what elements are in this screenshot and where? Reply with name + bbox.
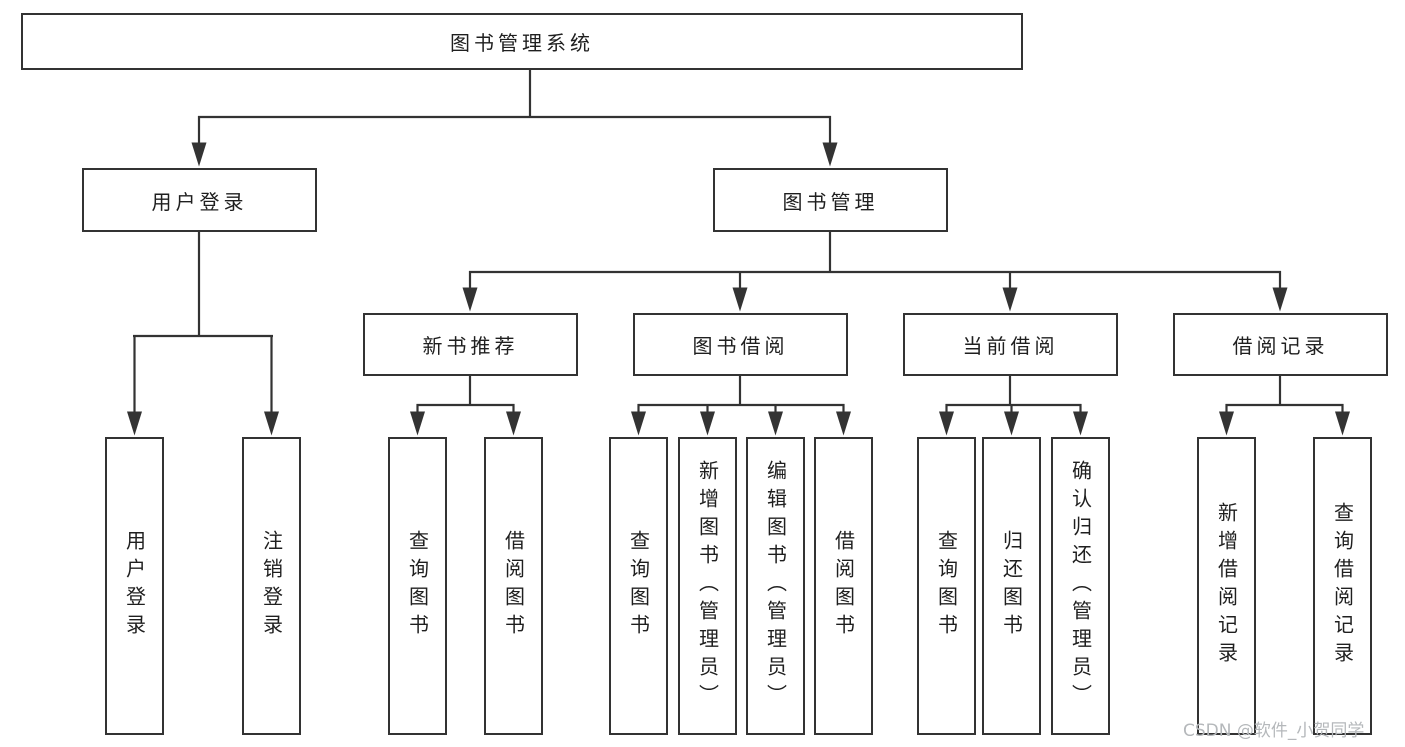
leaf-edit-book-admin: 编辑图书（管理员） (746, 437, 805, 735)
node-new-book-recommend: 新书推荐 (363, 313, 578, 376)
leaf-query-books-borrow-label: 查询图书 (626, 530, 651, 642)
leaf-query-books-current: 查询图书 (917, 437, 976, 735)
leaf-edit-book-admin-label: 编辑图书（管理员） (763, 460, 788, 712)
node-root-label: 图书管理系统 (450, 31, 594, 55)
node-current-borrow: 当前借阅 (903, 313, 1118, 376)
node-current-borrow-label: 当前借阅 (962, 334, 1059, 358)
node-book-borrow: 图书借阅 (633, 313, 848, 376)
leaf-borrow-books-recommend-label: 借阅图书 (501, 530, 526, 642)
node-book-management-label: 图书管理 (782, 189, 879, 214)
leaf-borrow-books-recommend: 借阅图书 (484, 437, 543, 735)
leaf-logout-label: 注销登录 (259, 530, 284, 642)
leaf-return-books: 归还图书 (982, 437, 1041, 735)
leaf-add-book-admin-label: 新增图书（管理员） (695, 460, 720, 712)
node-user-login: 用户登录 (82, 168, 317, 232)
leaf-query-books-recommend-label: 查询图书 (405, 530, 430, 642)
leaf-query-books-current-label: 查询图书 (934, 530, 959, 642)
leaf-borrow-books-label: 借阅图书 (831, 530, 856, 642)
leaf-return-books-label: 归还图书 (999, 530, 1024, 642)
leaf-user-login: 用户登录 (105, 437, 164, 735)
node-root-system: 图书管理系统 (21, 13, 1023, 70)
leaf-query-borrow-record-label: 查询借阅记录 (1330, 502, 1355, 670)
leaf-user-login-label: 用户登录 (122, 530, 147, 642)
leaf-query-books-borrow: 查询图书 (609, 437, 668, 735)
leaf-logout: 注销登录 (242, 437, 301, 735)
csdn-watermark: CSDN @软件_小贺同学 (1183, 721, 1365, 741)
node-book-management: 图书管理 (713, 168, 948, 232)
leaf-add-borrow-record: 新增借阅记录 (1197, 437, 1256, 735)
leaf-confirm-return-admin-label: 确认归还（管理员） (1068, 460, 1093, 712)
leaf-add-book-admin: 新增图书（管理员） (678, 437, 737, 735)
node-new-book-recommend-label: 新书推荐 (422, 334, 519, 358)
node-book-borrow-label: 图书借阅 (692, 334, 789, 358)
node-user-login-label: 用户登录 (151, 189, 248, 214)
node-borrow-records-label: 借阅记录 (1232, 334, 1329, 358)
leaf-confirm-return-admin: 确认归还（管理员） (1051, 437, 1110, 735)
leaf-borrow-books: 借阅图书 (814, 437, 873, 735)
leaf-query-borrow-record: 查询借阅记录 (1313, 437, 1372, 735)
node-borrow-records: 借阅记录 (1173, 313, 1388, 376)
leaf-add-borrow-record-label: 新增借阅记录 (1214, 502, 1239, 670)
leaf-query-books-recommend: 查询图书 (388, 437, 447, 735)
